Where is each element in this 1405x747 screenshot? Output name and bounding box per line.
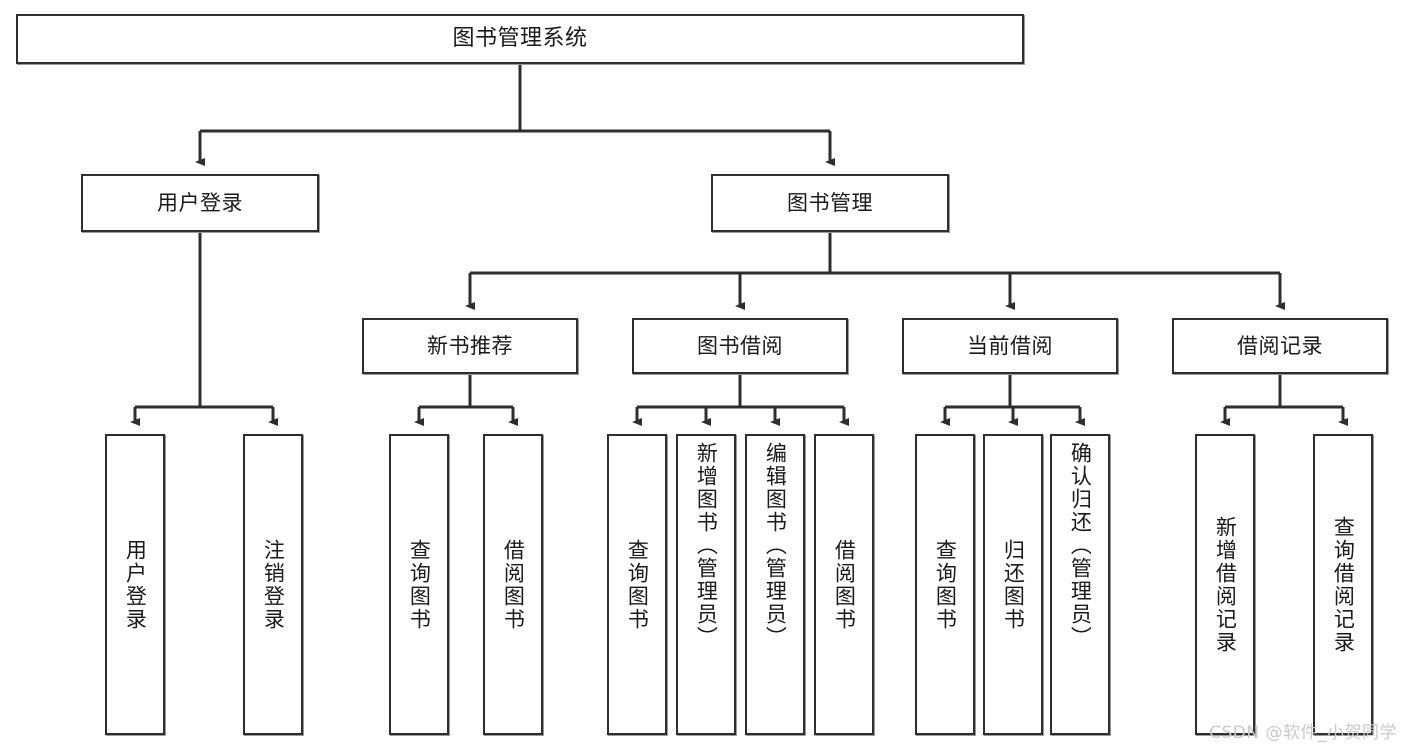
node-leaf-query-book-2-label: 查询图书 [625,538,650,631]
node-book-borrow-label: 图书借阅 [697,333,783,358]
node-leaf-query-book-3-label: 查询图书 [933,538,958,631]
node-borrow-record-label: 借阅记录 [1237,333,1323,358]
node-leaf-query-book-1[interactable]: 查询图书 [389,434,449,735]
node-leaf-user-login[interactable]: 用户登录 [105,434,165,735]
node-leaf-borrow-book-2-label: 借阅图书 [832,538,857,631]
node-leaf-add-record-label: 新增借阅记录 [1213,515,1238,654]
node-leaf-confirm-return-label: 确认归还（管理员） [1068,442,1093,649]
node-root[interactable]: 图书管理系统 [16,14,1024,64]
node-new-book-recommend[interactable]: 新书推荐 [362,318,578,374]
node-leaf-edit-book-label: 编辑图书（管理员） [763,442,788,649]
node-root-label: 图书管理系统 [452,26,588,52]
node-leaf-borrow-book-1[interactable]: 借阅图书 [483,434,543,735]
node-leaf-add-book[interactable]: 新增图书（管理员） [676,434,736,735]
watermark: CSDN @软件_小贺同学 [1209,723,1397,743]
node-leaf-query-record[interactable]: 查询借阅记录 [1313,434,1373,735]
node-user-login-label: 用户登录 [157,190,243,215]
node-leaf-return-book-label: 归还图书 [1001,538,1026,631]
node-leaf-query-book-1-label: 查询图书 [407,538,432,631]
node-book-manage[interactable]: 图书管理 [711,174,949,232]
node-user-login[interactable]: 用户登录 [81,174,319,232]
node-current-borrow[interactable]: 当前借阅 [902,318,1118,374]
node-leaf-confirm-return[interactable]: 确认归还（管理员） [1050,434,1110,735]
node-leaf-edit-book[interactable]: 编辑图书（管理员） [745,434,805,735]
node-leaf-query-book-2[interactable]: 查询图书 [607,434,667,735]
node-book-manage-label: 图书管理 [787,190,873,215]
node-leaf-add-book-label: 新增图书（管理员） [694,442,719,649]
node-leaf-borrow-book-2[interactable]: 借阅图书 [814,434,874,735]
node-leaf-query-record-label: 查询借阅记录 [1331,515,1356,654]
node-borrow-record[interactable]: 借阅记录 [1172,318,1388,374]
node-leaf-user-login-label: 用户登录 [123,538,148,631]
node-leaf-return-book[interactable]: 归还图书 [983,434,1043,735]
node-leaf-borrow-book-1-label: 借阅图书 [501,538,526,631]
node-current-borrow-label: 当前借阅 [967,333,1053,358]
node-book-borrow[interactable]: 图书借阅 [632,318,848,374]
node-leaf-add-record[interactable]: 新增借阅记录 [1195,434,1255,735]
node-new-book-recommend-label: 新书推荐 [427,333,513,358]
node-leaf-user-logout-label: 注销登录 [261,538,286,631]
node-leaf-query-book-3[interactable]: 查询图书 [915,434,975,735]
node-leaf-user-logout[interactable]: 注销登录 [243,434,303,735]
